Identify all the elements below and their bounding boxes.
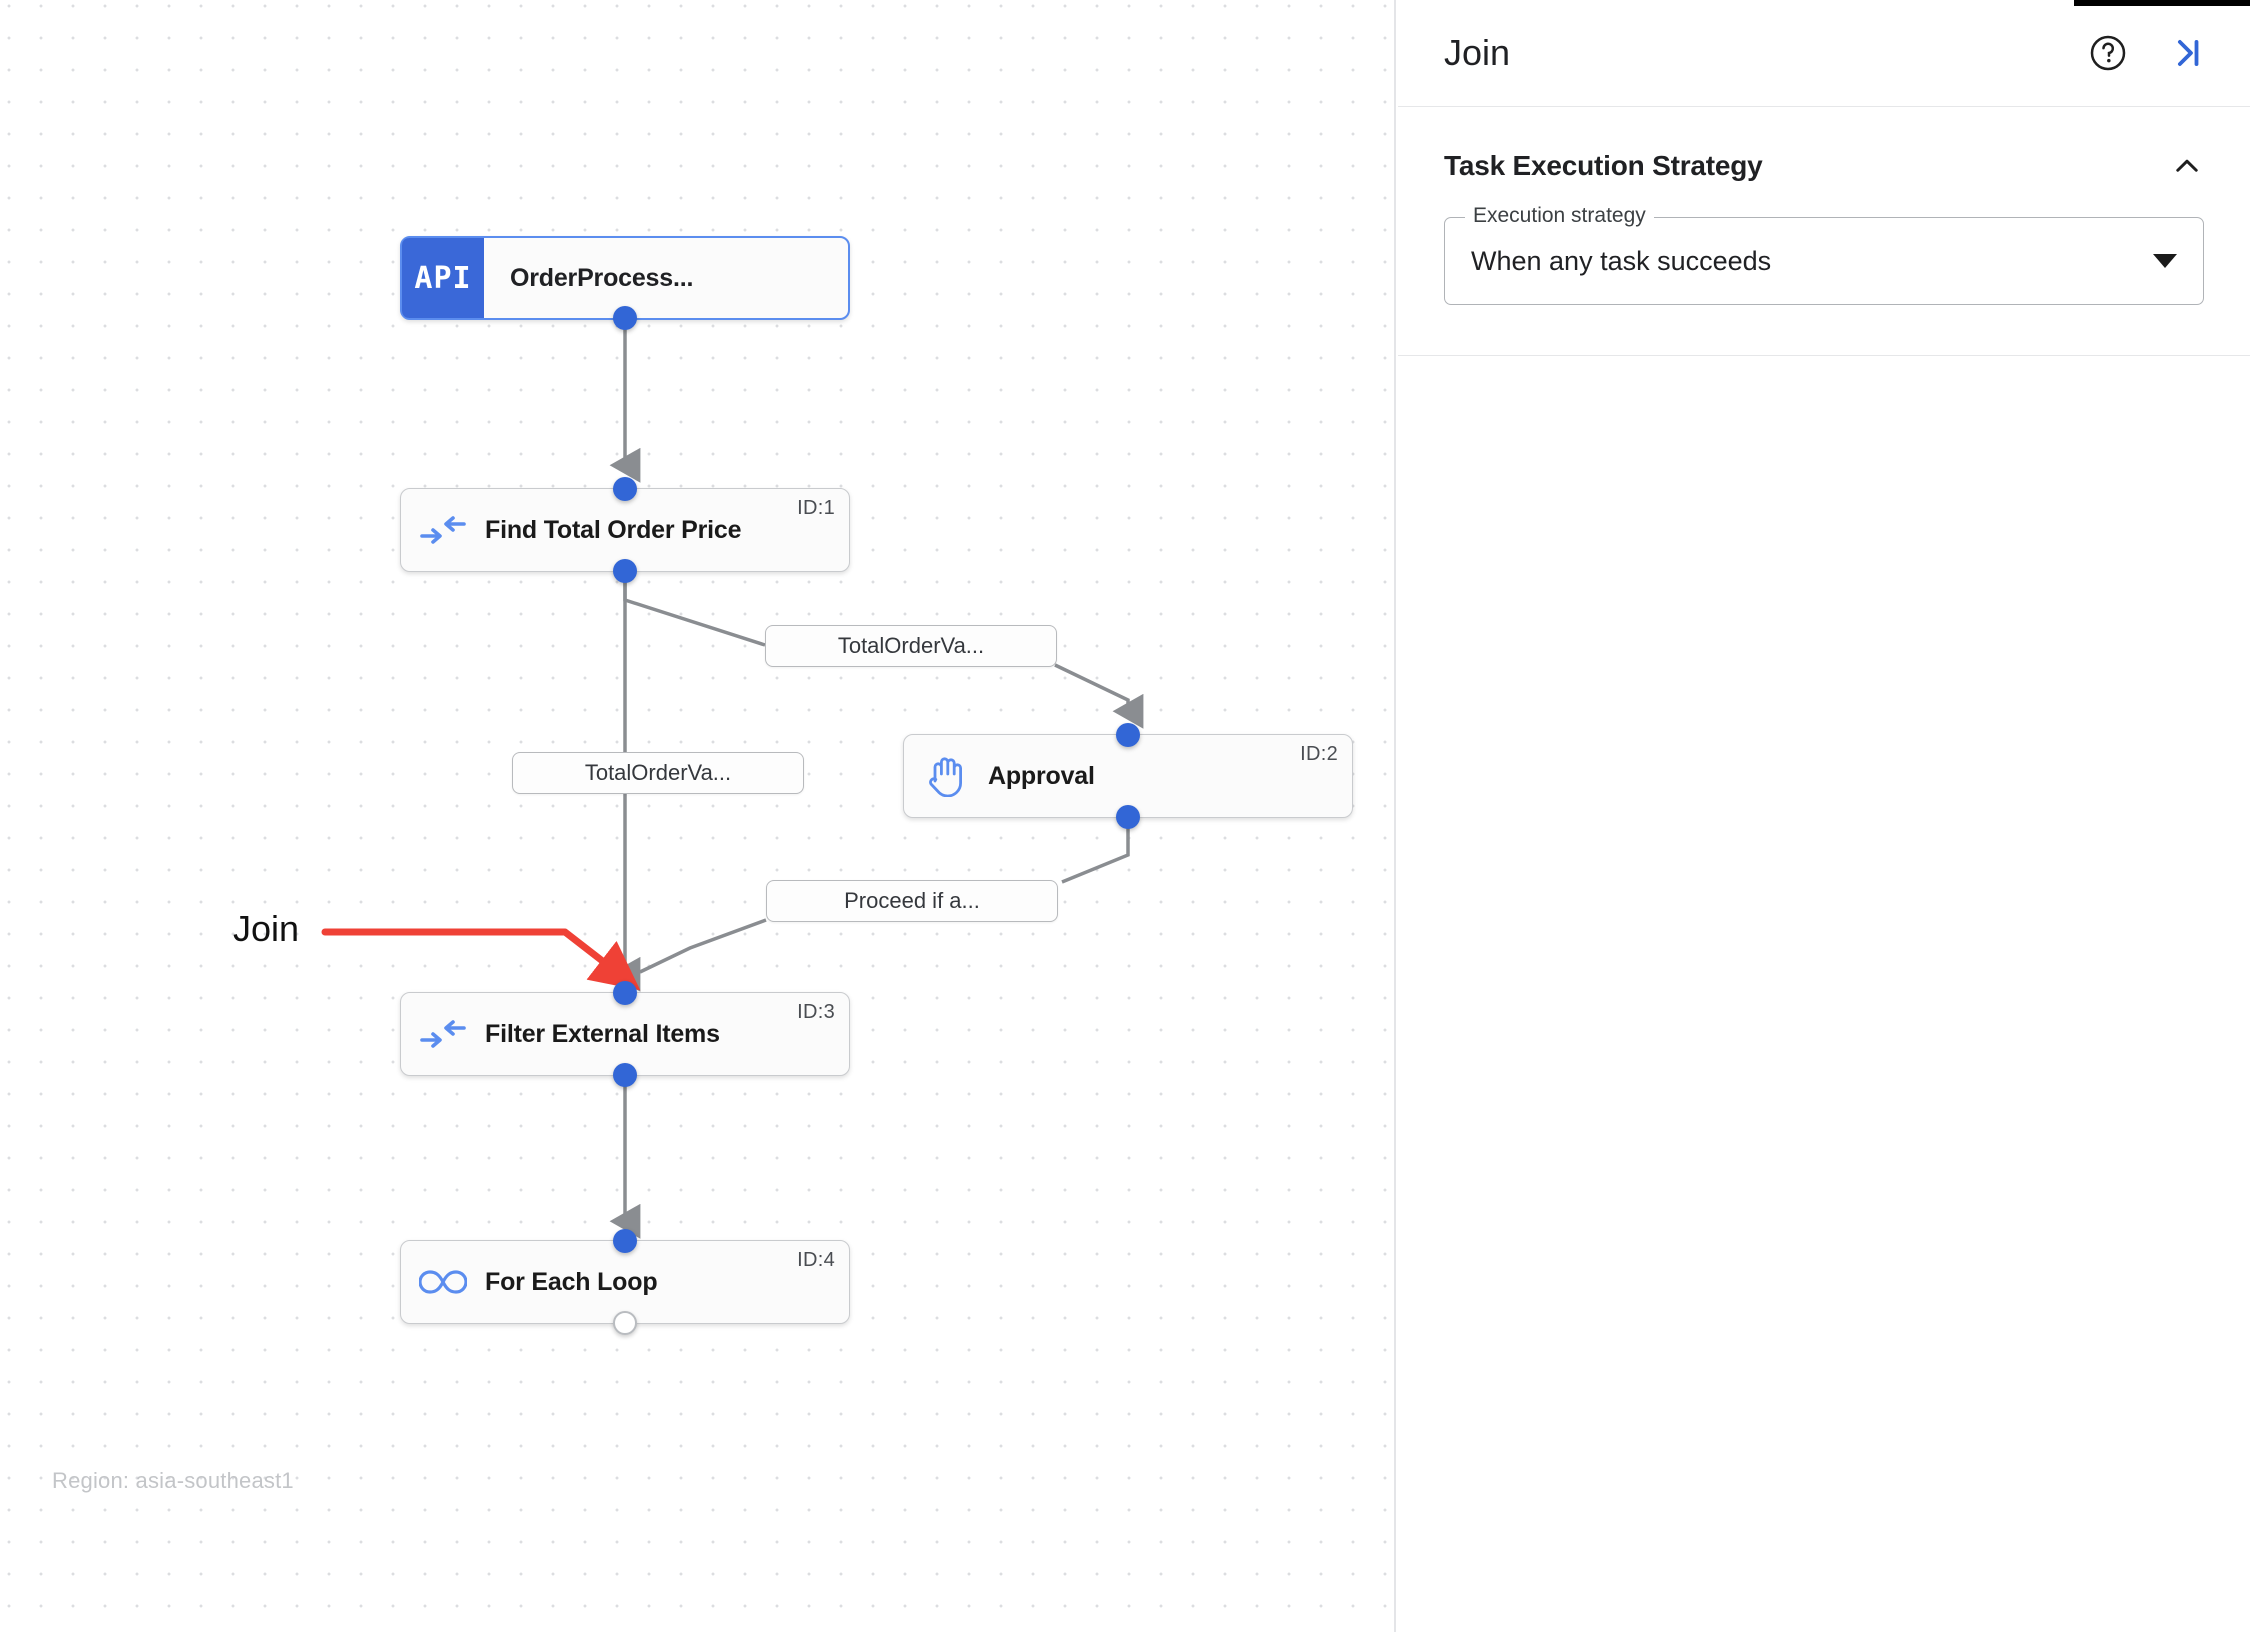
task-execution-strategy-section: Task Execution Strategy Execution strate… bbox=[1398, 107, 2250, 356]
node-for-each-loop[interactable]: For Each Loop ID:4 bbox=[400, 1229, 850, 1335]
input-port[interactable] bbox=[613, 1229, 637, 1253]
node-approval[interactable]: Approval ID:2 bbox=[903, 723, 1353, 829]
panel-title: Join bbox=[1444, 32, 1511, 73]
edge-approval-to-filter-a bbox=[1061, 822, 1130, 884]
annotation-label: Join bbox=[233, 908, 300, 949]
panel-header: Join bbox=[1398, 0, 2250, 107]
chevron-up-icon[interactable] bbox=[2170, 149, 2204, 183]
output-port[interactable] bbox=[613, 1063, 637, 1087]
raised-hand-icon bbox=[904, 755, 988, 797]
node-title: Filter External Items bbox=[485, 1019, 720, 1048]
details-panel: Join Task Execution Strategy bbox=[1398, 0, 2250, 1632]
region-watermark: Region: asia-southeast1 bbox=[52, 1468, 294, 1493]
edge-label-text: TotalOrderVa... bbox=[584, 760, 732, 785]
api-badge-icon: API bbox=[402, 238, 484, 318]
edge-find-to-approval-a bbox=[623, 572, 766, 647]
collapse-right-icon[interactable] bbox=[2168, 34, 2206, 72]
section-title: Task Execution Strategy bbox=[1444, 150, 1763, 181]
node-title: Approval bbox=[988, 761, 1095, 790]
annotation-arrow bbox=[321, 928, 641, 991]
workflow-canvas[interactable]: API OrderProcess... Find Total Order Pri… bbox=[0, 0, 1396, 1632]
input-port[interactable] bbox=[613, 477, 637, 501]
top-black-strip bbox=[2074, 0, 2250, 6]
input-port[interactable] bbox=[1116, 723, 1140, 747]
node-find-total-order-price[interactable]: Find Total Order Price ID:1 bbox=[400, 477, 850, 583]
execution-strategy-legend: Execution strategy bbox=[1465, 204, 1654, 228]
output-port[interactable] bbox=[613, 559, 637, 583]
output-port[interactable] bbox=[613, 306, 637, 330]
execution-strategy-select[interactable]: Execution strategy When any task succeed… bbox=[1444, 204, 2204, 305]
edge-find-to-approval-b bbox=[1054, 663, 1144, 729]
output-port[interactable] bbox=[1116, 805, 1140, 829]
edge-label-chip[interactable]: TotalOrderVa... bbox=[512, 752, 804, 794]
loop-output-port[interactable] bbox=[613, 1311, 637, 1335]
section-header[interactable]: Task Execution Strategy bbox=[1444, 149, 2204, 183]
node-id-label: ID:3 bbox=[797, 1001, 835, 1023]
chevron-down-icon[interactable] bbox=[2153, 254, 2177, 268]
edge-approval-to-filter-b bbox=[639, 918, 767, 974]
node-id-label: ID:1 bbox=[797, 497, 835, 519]
node-title: OrderProcess... bbox=[510, 263, 694, 292]
data-mapping-icon bbox=[401, 1019, 485, 1049]
edge-label-chip[interactable]: TotalOrderVa... bbox=[765, 625, 1057, 667]
node-id-label: ID:2 bbox=[1300, 743, 1338, 765]
node-id-label: ID:4 bbox=[797, 1249, 835, 1271]
node-title: For Each Loop bbox=[485, 1267, 658, 1296]
node-title: Find Total Order Price bbox=[485, 515, 742, 544]
input-port[interactable] bbox=[613, 981, 637, 1005]
edge-label-text: TotalOrderVa... bbox=[837, 633, 985, 658]
node-filter-external-items[interactable]: Filter External Items ID:3 bbox=[400, 981, 850, 1087]
edge-label-chip[interactable]: Proceed if a... bbox=[766, 880, 1058, 922]
data-mapping-icon bbox=[401, 515, 485, 545]
infinity-loop-icon bbox=[401, 1269, 485, 1295]
node-order-process[interactable]: API OrderProcess... bbox=[400, 236, 850, 330]
help-circle-icon[interactable] bbox=[2088, 33, 2128, 73]
execution-strategy-value: When any task succeeds bbox=[1471, 245, 1772, 276]
edge-label-text: Proceed if a... bbox=[844, 888, 980, 913]
